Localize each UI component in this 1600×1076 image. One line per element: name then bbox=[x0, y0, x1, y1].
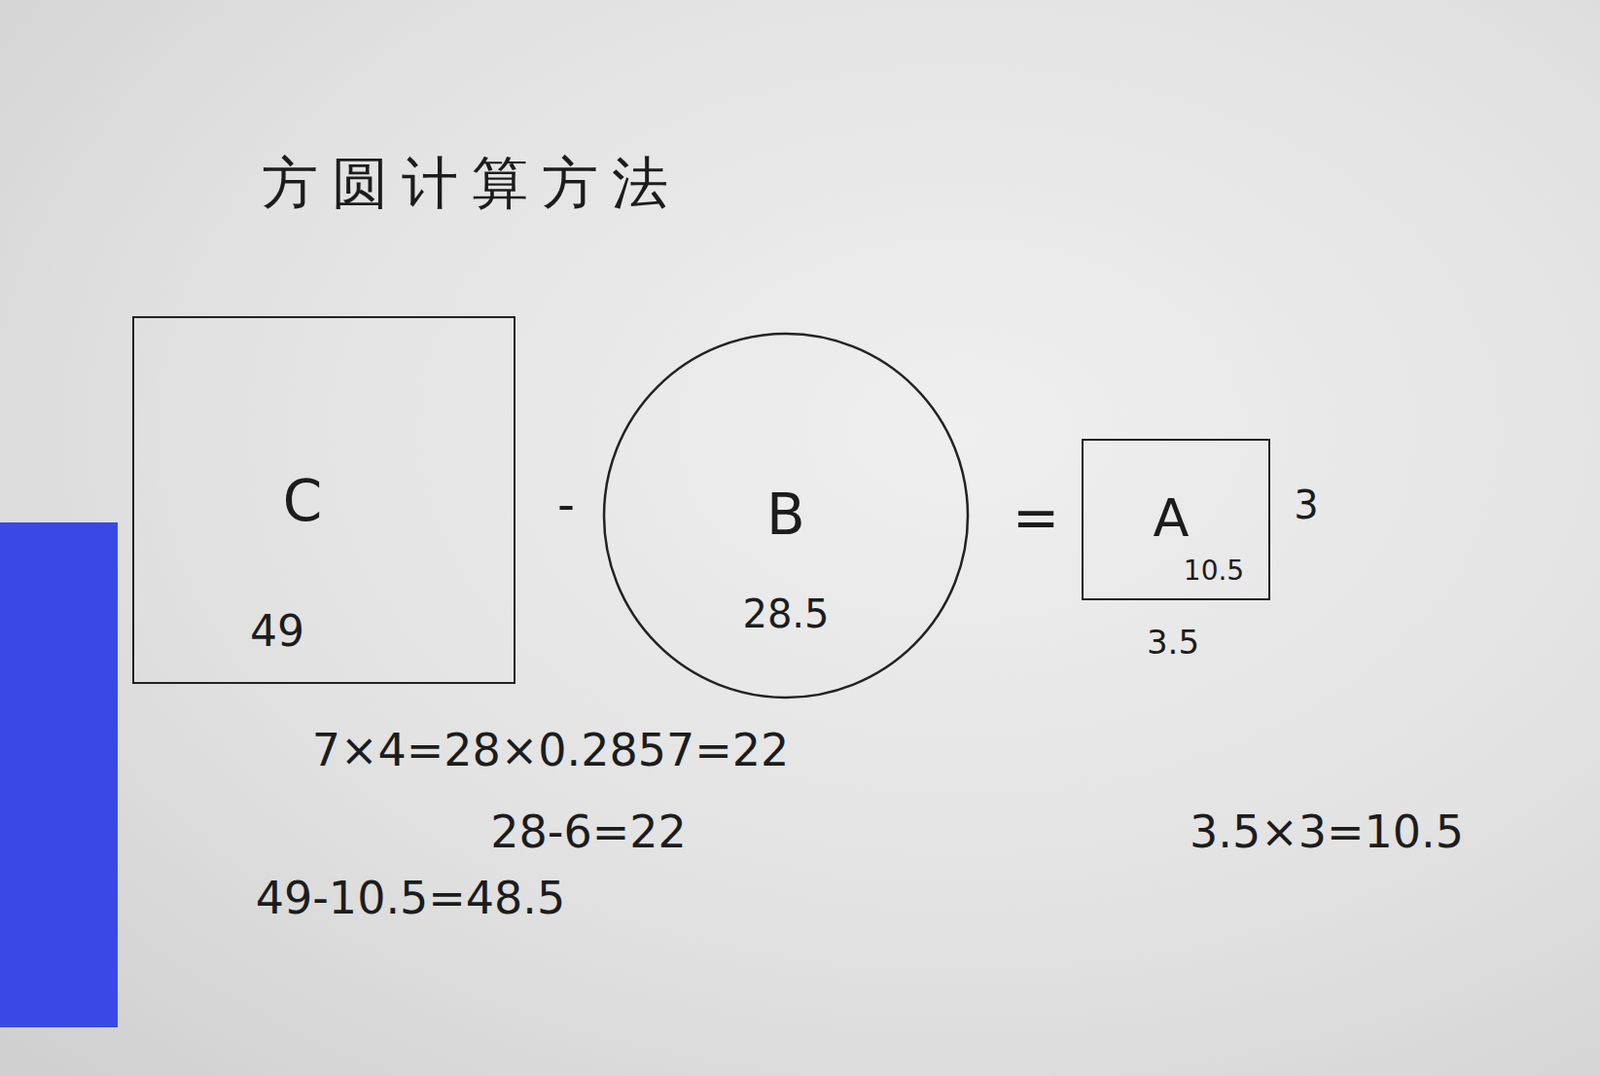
circle-outline bbox=[604, 333, 968, 698]
equation: 3.5×3=10.5 bbox=[1189, 807, 1464, 857]
title: 方圆计算方法 bbox=[261, 152, 682, 215]
shape-letter: B bbox=[766, 484, 806, 547]
shape-letter: C bbox=[283, 470, 323, 534]
circle-b: B 28.5 bbox=[602, 331, 970, 700]
equation: 7×4=28×0.2857=22 bbox=[312, 725, 790, 776]
area-value: 10.5 bbox=[1183, 556, 1245, 587]
equals-sign: = bbox=[1012, 487, 1061, 550]
square-a: A 10.5 bbox=[1081, 438, 1271, 601]
square-c: C 49 bbox=[132, 316, 516, 684]
equation: 49-10.5=48.5 bbox=[255, 873, 567, 924]
equation: 28-6=22 bbox=[490, 807, 686, 857]
area-value: 49 bbox=[249, 607, 305, 655]
area-value: 28.5 bbox=[742, 592, 829, 636]
shape-letter: A bbox=[1153, 489, 1190, 547]
side-length: 3 bbox=[1293, 483, 1318, 527]
blue-bar bbox=[0, 522, 118, 1028]
side-length: 3.5 bbox=[1146, 624, 1200, 661]
minus-sign: - bbox=[557, 478, 575, 533]
